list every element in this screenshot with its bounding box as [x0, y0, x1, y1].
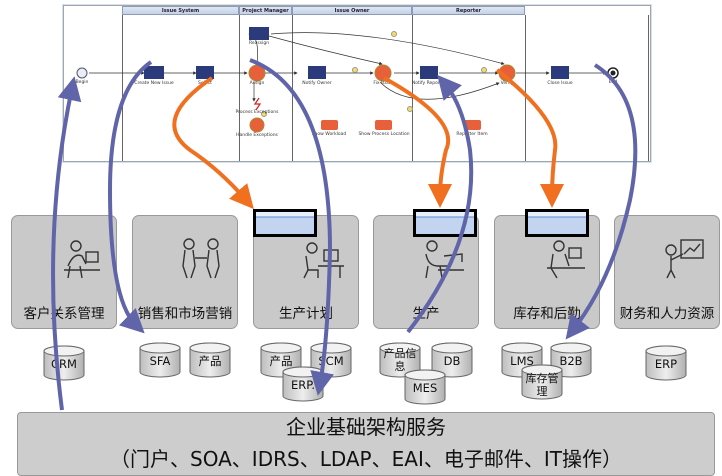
- database-b2b: B2B: [559, 354, 583, 368]
- node-label: Process Exceptions: [235, 110, 279, 115]
- node-label: Show Workload: [311, 132, 347, 137]
- node-label: Show Process Location: [358, 132, 410, 137]
- department-title: 客户关系管理: [23, 306, 105, 322]
- node-label: Fix Issue: [373, 81, 393, 86]
- infrastructure-subtitle: （门户、SOA、IDRS、LDAP、EAI、电子邮件、IT操作）: [110, 447, 622, 471]
- department-title: 销售和市场营销: [137, 306, 233, 322]
- department-crm: 客户关系管理: [11, 215, 117, 329]
- database-product: 产品: [198, 354, 222, 368]
- infrastructure-title: 企业基础架构服务: [286, 415, 446, 439]
- lane-header: Reporter: [412, 6, 525, 15]
- department-title: 财务和人力资源: [619, 306, 715, 322]
- database-erp: ERP: [654, 357, 678, 371]
- screen-thumbnail: [525, 209, 589, 237]
- node-label: Assign: [249, 81, 265, 86]
- node-label: Verify: [500, 81, 514, 86]
- worker-at-desk-icon: [425, 240, 464, 279]
- lane-header: Issue Owner: [292, 6, 412, 15]
- department-title: 库存和后勤: [513, 306, 581, 322]
- database-product-info: 产品信息: [383, 347, 417, 373]
- process-flow: [76, 27, 619, 133]
- department-title: 生产计划: [279, 306, 333, 322]
- database-inventory-mgmt: 库存管理: [525, 372, 559, 398]
- infrastructure-services-bar: 企业基础架构服务 （门户、SOA、IDRS、LDAP、EAI、电子邮件、IT操作…: [17, 412, 715, 476]
- purple-flow-arrows: [51, 58, 638, 411]
- database-mes: MES: [412, 381, 438, 395]
- node-label: Begin: [75, 80, 89, 85]
- node-label: Close Issue: [547, 81, 573, 86]
- orange-flow-arrows: [172, 68, 565, 210]
- lane-header: Issue System: [122, 6, 239, 15]
- department-finance-hr: 财务和人力资源: [614, 215, 720, 329]
- node-label: Create New Issue: [134, 81, 174, 86]
- process-diagram: Issue System Project Manager Issue Owner…: [63, 5, 651, 162]
- person-at-desk-icon: [64, 240, 100, 279]
- node-label: Notify Reporter: [411, 81, 447, 86]
- operator-console-icon: [547, 240, 585, 279]
- department-sales: 销售和市场营销: [132, 215, 238, 329]
- node-label: Reassign: [248, 41, 270, 46]
- database-sfa: SFA: [149, 354, 171, 368]
- database-erp: ERP.: [290, 378, 316, 392]
- screen-thumbnail: [253, 209, 317, 237]
- node-label: Reporter Item: [456, 132, 488, 137]
- database-product: 产品: [269, 354, 293, 368]
- database-lms: LMS: [510, 354, 534, 368]
- node-label: Notify Owner: [302, 81, 332, 86]
- lane-header: Project Manager: [239, 6, 292, 15]
- node-label: Handle Exceptions: [236, 133, 278, 138]
- handshake-people-icon: [182, 238, 220, 279]
- presenter-chart-icon: [665, 239, 704, 279]
- database-db: DB: [443, 354, 461, 368]
